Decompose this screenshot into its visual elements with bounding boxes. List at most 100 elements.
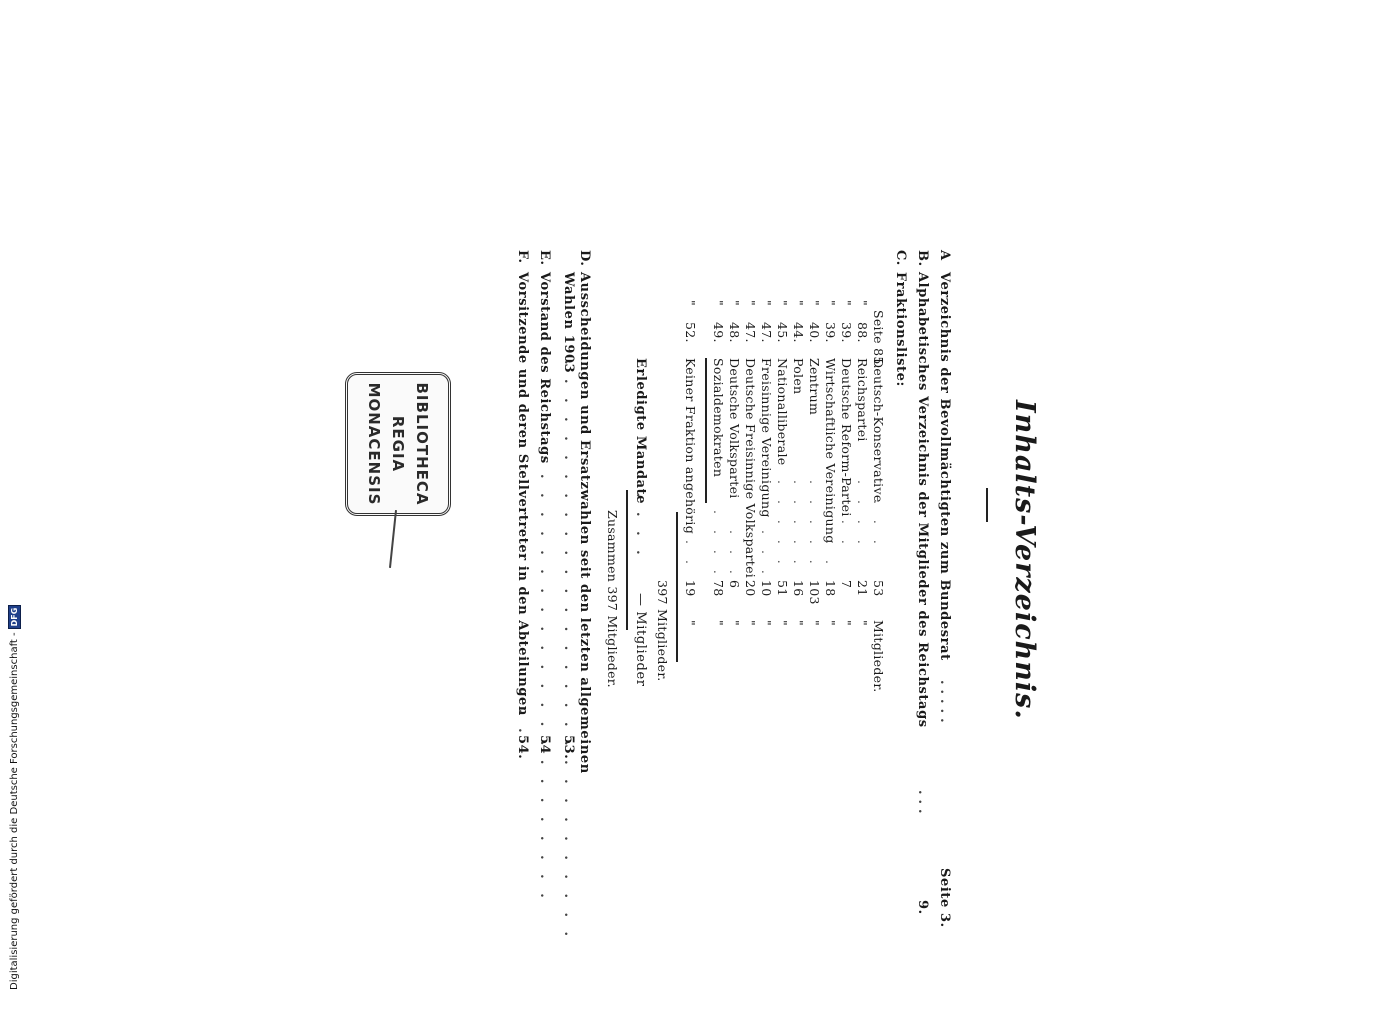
section-letter: B. bbox=[915, 250, 930, 267]
fraktion-unit: " bbox=[727, 620, 742, 627]
zusammen-value: Zusammen 397 Mitglieder. bbox=[605, 510, 620, 688]
dfg-logo: DFG bbox=[8, 604, 21, 630]
fraktion-unit: " bbox=[743, 620, 758, 627]
leader-dots: . . bbox=[823, 540, 838, 570]
fraktion-unit: " bbox=[807, 620, 822, 627]
zusammen-row: Zusammen 397 Mitglieder. bbox=[605, 250, 620, 810]
fraktion-row: Seite 85. Deutsch-Konservative . . . . 5… bbox=[871, 250, 886, 810]
fraktion-seite: 88. bbox=[855, 322, 870, 343]
total-rule bbox=[626, 490, 628, 630]
section-text-cont: Wahlen 1903 bbox=[561, 272, 576, 374]
fraktion-party: Reichspartei bbox=[855, 358, 870, 442]
fraktion-seite: 39. bbox=[823, 322, 838, 343]
section-page: 9. bbox=[915, 900, 930, 915]
leader-dots: . . . . bbox=[871, 480, 886, 550]
section-text: Vorsitzende und deren Stellvertreter in … bbox=[515, 272, 530, 716]
dfg-credit: Digitalisierung gefördert durch die Deut… bbox=[8, 604, 21, 990]
ditto-mark: " bbox=[743, 300, 758, 307]
leader-dots: . . . bbox=[727, 530, 742, 580]
fraktion-seite: 44. bbox=[791, 322, 806, 343]
leader-dots: ... bbox=[915, 790, 930, 819]
fraktion-unit: " bbox=[775, 620, 790, 627]
stamp-line: MONACENSIS bbox=[365, 382, 383, 506]
ditto-mark: " bbox=[839, 300, 854, 307]
credit-text: Digitalisierung gefördert durch die Deut… bbox=[9, 632, 20, 990]
ditto-mark: " bbox=[855, 300, 870, 307]
leader-dots: . . bbox=[683, 540, 698, 570]
fraktion-row: " 47. Deutsche Freisinnige Volkspartei 2… bbox=[743, 250, 758, 810]
fraktion-row: " 44. Polen . . . . . 16 " bbox=[791, 250, 806, 810]
fraktion-seite: 52. bbox=[683, 322, 698, 343]
section-page: 54 bbox=[537, 735, 552, 755]
fraktion-count: 78 bbox=[711, 580, 726, 597]
section-page: Seite 3. bbox=[937, 868, 952, 928]
rotated-page: Inhalts-Verzeichnis. A Verzeichnis der B… bbox=[480, 250, 1040, 1010]
fraktion-seite: 47. bbox=[759, 322, 774, 343]
leader-dots: . . . . bbox=[839, 480, 854, 550]
erledigte-label: Erledigte Mandate bbox=[633, 358, 648, 505]
fraktion-seite: 40. bbox=[807, 322, 822, 343]
stamp-tail bbox=[388, 510, 398, 568]
section-letter: D. bbox=[577, 250, 592, 267]
ditto-mark: " bbox=[775, 300, 790, 307]
leader-dots: ..... bbox=[937, 680, 952, 728]
section-text: Verzeichnis der Bevollmächtigten zum Bun… bbox=[937, 272, 952, 661]
fraktion-party: Zentrum bbox=[807, 358, 822, 416]
fraktion-row: " 48. Deutsche Volkspartei . . . 6 " bbox=[727, 250, 742, 810]
stamp-text: BIBLIOTHECA REGIA MONACENSIS bbox=[362, 377, 434, 511]
ditto-mark: " bbox=[727, 300, 742, 307]
fraktion-seite: 48. bbox=[727, 322, 742, 343]
stamp-line: REGIA bbox=[389, 415, 407, 473]
fraktion-row: " 88. Reichspartei . . . . 21 " bbox=[855, 250, 870, 810]
fraktion-row: " 39. Deutsche Reform-Partei . . . . 7 " bbox=[839, 250, 854, 810]
section-text: Alphabetisches Verzeichnis der Mitgliede… bbox=[915, 272, 930, 728]
fraktion-count: 16 bbox=[791, 580, 806, 597]
fraktion-count: 19 bbox=[683, 580, 698, 597]
leader-dots: . . . bbox=[515, 690, 530, 738]
library-stamp: BIBLIOTHECA REGIA MONACENSIS bbox=[345, 372, 451, 516]
stamp-line: BIBLIOTHECA bbox=[413, 382, 431, 506]
fraktion-party: Sozialdemokraten bbox=[711, 358, 726, 478]
fraktion-seite: 47. bbox=[743, 322, 758, 343]
fraktion-count: 10 bbox=[759, 580, 774, 597]
leader-dots: . . . . bbox=[711, 510, 726, 580]
leader-dots: . . . . . bbox=[807, 480, 822, 570]
leader-dots: . . . . . . . . . . . . . . . . . . . . … bbox=[537, 455, 552, 903]
section-letter: C. bbox=[893, 250, 908, 266]
fraktion-row: " 39. Wirtschaftliche Vereinigung . . 18… bbox=[823, 250, 838, 810]
fraktion-party: Wirtschaftliche Vereinigung bbox=[823, 358, 838, 544]
fraktion-party: Deutsche Freisinnige Volkspartei bbox=[743, 358, 758, 579]
separator-line bbox=[705, 358, 707, 503]
ditto-mark: " bbox=[759, 300, 774, 307]
section-letter: E. bbox=[537, 250, 552, 266]
fraktion-unit: " bbox=[839, 620, 854, 627]
fraktion-row: " 47. Freisinnige Vereinigung . . . 10 " bbox=[759, 250, 774, 810]
fraktion-count: 21 bbox=[855, 580, 870, 597]
fraktion-unit: Mitglieder. bbox=[871, 620, 886, 693]
fraktion-row: " 40. Zentrum . . . . . 103 " bbox=[807, 250, 822, 810]
ditto-mark: " bbox=[683, 300, 698, 307]
ditto-mark: " bbox=[807, 300, 822, 307]
fraktion-seite: 45. bbox=[775, 322, 790, 343]
fraktion-unit: " bbox=[855, 620, 870, 627]
erledigte-value: — Mitglieder bbox=[633, 593, 648, 687]
section-text: Vorstand des Reichstags bbox=[537, 272, 552, 464]
fraktion-count: 6 bbox=[727, 580, 742, 589]
subtotal-rule bbox=[676, 512, 678, 662]
ditto-mark: " bbox=[711, 300, 726, 307]
leader-dots: . . . bbox=[759, 530, 774, 580]
leader-dots: . bbox=[577, 680, 592, 690]
fraktion-row: " 49. Sozialdemokraten . . . . 78 " bbox=[711, 250, 726, 810]
section-letter: F. bbox=[515, 250, 530, 264]
fraktion-count: 20 bbox=[743, 580, 758, 597]
fraktion-count: 7 bbox=[839, 580, 854, 589]
subtotal-value: 397 Mitglieder. bbox=[655, 580, 670, 682]
fraktion-count: 103 bbox=[807, 580, 822, 605]
leader-dots: . . . . bbox=[855, 480, 870, 550]
fraktion-unit: " bbox=[759, 620, 774, 627]
fraktion-unit: " bbox=[683, 620, 698, 627]
leader-dots: . . . . . bbox=[791, 480, 806, 570]
ditto-mark: " bbox=[791, 300, 806, 307]
fraktion-unit: " bbox=[711, 620, 726, 627]
page-title: Inhalts-Verzeichnis. bbox=[1009, 400, 1040, 720]
